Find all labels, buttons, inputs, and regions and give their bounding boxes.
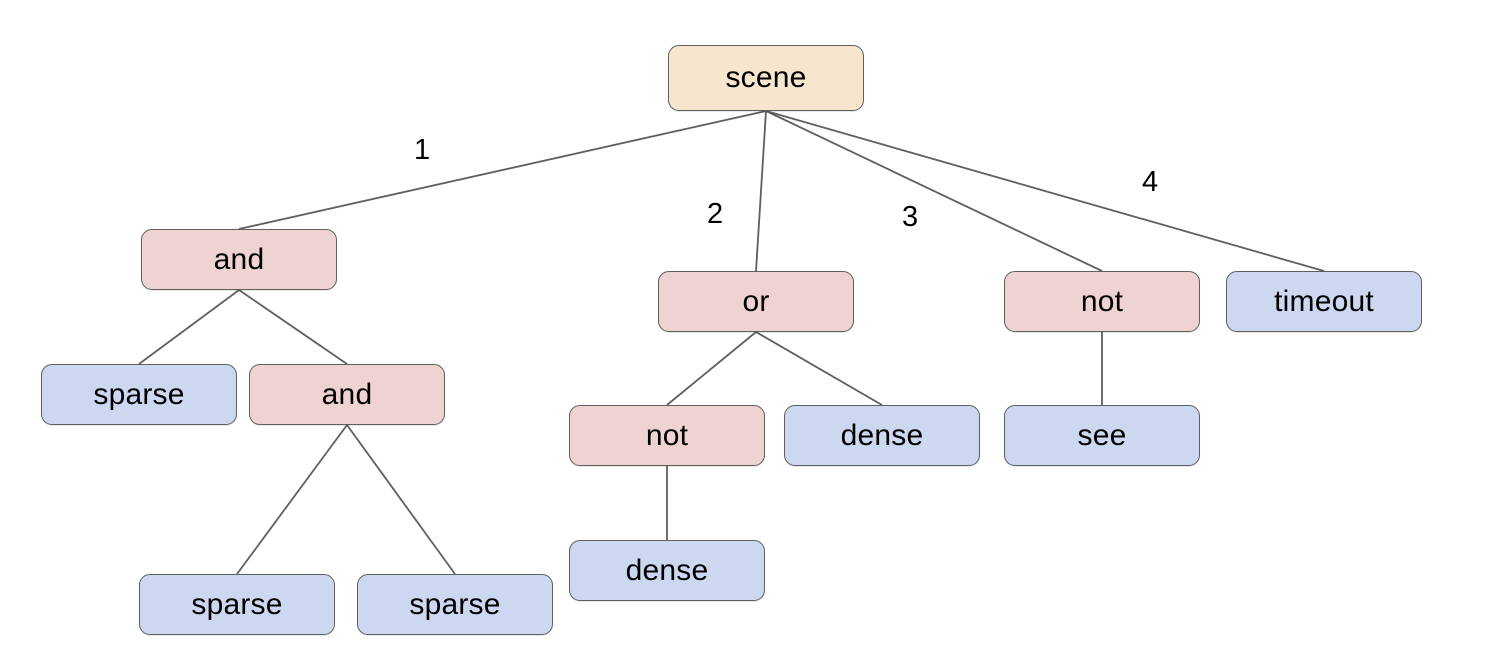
tree-node-sparse2[interactable]: sparse bbox=[139, 574, 335, 635]
tree-node-label: and bbox=[213, 242, 265, 276]
tree-node-and1[interactable]: and bbox=[141, 229, 337, 290]
edge-label: 1 bbox=[414, 134, 431, 166]
tree-node-see1[interactable]: see bbox=[1004, 405, 1200, 466]
tree-edge bbox=[666, 331, 757, 406]
tree-node-timeout1[interactable]: timeout bbox=[1226, 271, 1422, 332]
tree-node-label: sparse bbox=[409, 587, 501, 621]
tree-node-label: see bbox=[1077, 418, 1127, 452]
tree-node-not2[interactable]: not bbox=[569, 405, 765, 466]
tree-node-label: scene bbox=[725, 61, 807, 94]
tree-node-and2[interactable]: and bbox=[249, 364, 445, 425]
tree-edge bbox=[765, 110, 1103, 272]
tree-edge bbox=[238, 289, 348, 365]
tree-node-label: sparse bbox=[191, 587, 283, 621]
tree-node-label: not bbox=[645, 418, 689, 452]
tree-edge bbox=[238, 110, 767, 230]
tree-node-label: sparse bbox=[93, 377, 185, 411]
tree-edge bbox=[755, 110, 767, 272]
tree-node-or1[interactable]: or bbox=[658, 271, 854, 332]
tree-node-sparse3[interactable]: sparse bbox=[357, 574, 553, 635]
tree-edge bbox=[755, 331, 883, 406]
tree-node-label: dense bbox=[625, 553, 709, 587]
tree-edge bbox=[236, 424, 348, 575]
tree-node-label: and bbox=[321, 377, 373, 411]
tree-node-dense1[interactable]: dense bbox=[784, 405, 980, 466]
edge-label: 4 bbox=[1142, 166, 1159, 198]
tree-edge bbox=[138, 289, 240, 365]
tree-node-label: not bbox=[1080, 284, 1124, 318]
tree-node-label: or bbox=[742, 284, 770, 318]
tree-edge bbox=[346, 424, 456, 575]
tree-node-label: timeout bbox=[1274, 284, 1374, 318]
edge-label: 2 bbox=[707, 198, 724, 230]
tree-edge bbox=[765, 110, 1325, 272]
tree-node-scene[interactable]: scene bbox=[668, 45, 864, 111]
tree-node-label: dense bbox=[840, 418, 924, 452]
tree-node-dense2[interactable]: dense bbox=[569, 540, 765, 601]
tree-node-sparse1[interactable]: sparse bbox=[41, 364, 237, 425]
edge-label: 3 bbox=[902, 201, 919, 233]
tree-node-not1[interactable]: not bbox=[1004, 271, 1200, 332]
